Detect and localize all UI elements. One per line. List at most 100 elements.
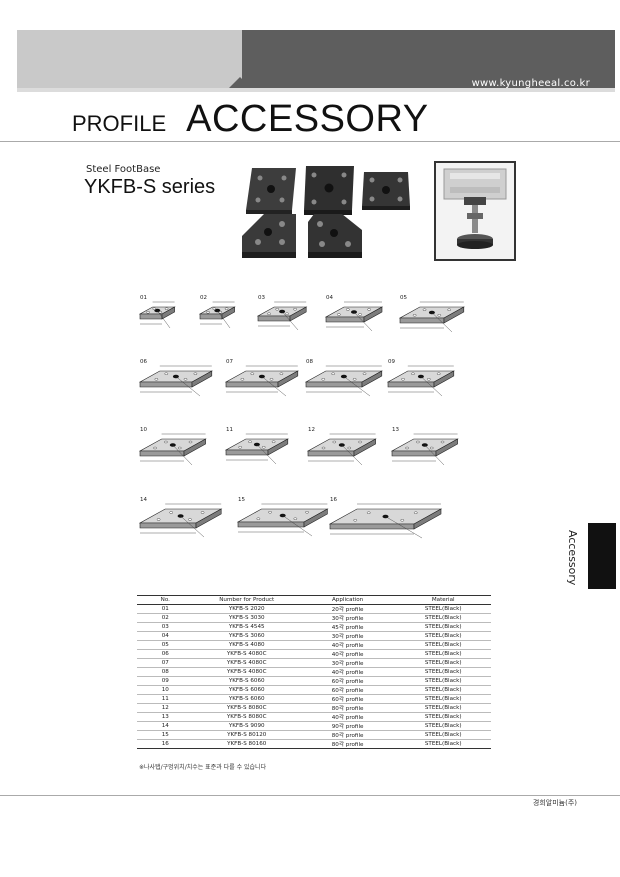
table-cell: 60각 profile: [299, 676, 396, 686]
side-tab-label: Accessory: [566, 530, 579, 586]
plate-drawing: 10: [138, 427, 207, 466]
table-cell: 40각 profile: [299, 667, 396, 677]
plate-drawing: 16: [328, 497, 443, 539]
plate-photo: [308, 214, 362, 258]
table-cell: YKFB-S 4080C: [193, 658, 300, 668]
drawing-number: 01: [140, 295, 147, 301]
plate-photo: [246, 168, 296, 214]
drawing-number: 11: [226, 427, 233, 433]
drawing-number: 13: [392, 427, 399, 433]
header-band-dark: [242, 30, 615, 91]
table-cell: STEEL(Black): [395, 676, 491, 686]
table-cell: 80각 profile: [299, 739, 396, 749]
table-cell: YKFB-S 4545: [193, 622, 300, 632]
table-cell: YKFB-S 6060: [193, 685, 300, 695]
plate-photo: [304, 166, 354, 215]
table-cell: 01: [137, 604, 194, 614]
table-cell: STEEL(Black): [395, 640, 491, 650]
table-cell: YKFB-S 8080C: [193, 712, 300, 722]
table-cell: YKFB-S 2020: [193, 604, 300, 614]
plate-drawing: 05: [398, 295, 465, 333]
drawing-number: 08: [306, 359, 313, 365]
plate-drawing: 15: [236, 497, 329, 537]
table-cell: 10: [137, 685, 194, 695]
table-cell: 04: [137, 631, 194, 641]
plate-drawing: 07: [224, 359, 299, 397]
plate-drawing: 12: [306, 427, 377, 466]
drawing-number: 07: [226, 359, 233, 365]
plate-photo: [242, 214, 296, 258]
table-cell: STEEL(Black): [395, 685, 491, 695]
header-band-light: [17, 30, 247, 91]
plate-drawing: 06: [138, 359, 213, 397]
product-subtitle: Steel FootBase: [86, 164, 161, 175]
table-cell: STEEL(Black): [395, 604, 491, 614]
table-cell: YKFB-S 6060: [193, 676, 300, 686]
table-cell: STEEL(Black): [395, 739, 491, 749]
table-cell: 90각 profile: [299, 721, 396, 731]
leveling-foot-photo: [443, 168, 507, 249]
table-cell: YKFB-S 8080C: [193, 703, 300, 713]
drawing-number: 06: [140, 359, 147, 365]
table-cell: 05: [137, 640, 194, 650]
drawing-number: 16: [330, 497, 337, 503]
table-cell: STEEL(Black): [395, 613, 491, 623]
table-cell: STEEL(Black): [395, 694, 491, 704]
title-profile: PROFILE: [72, 111, 167, 136]
drawing-number: 09: [388, 359, 395, 365]
table-cell: 07: [137, 658, 194, 668]
table-cell: 30각 profile: [299, 658, 396, 668]
table-cell: YKFB-S 4080C: [193, 667, 300, 677]
website-url[interactable]: www.kyungheeal.co.kr: [471, 78, 590, 89]
table-cell: 40각 profile: [299, 649, 396, 659]
plate-photo: [362, 172, 410, 210]
drawing-number: 04: [326, 295, 333, 301]
table-cell: 40각 profile: [299, 712, 396, 722]
col-no: No.: [137, 595, 194, 605]
table-cell: 09: [137, 676, 194, 686]
table-cell: YKFB-S 3030: [193, 613, 300, 623]
company-name: 경희알미늄(주): [532, 799, 577, 807]
side-tab[interactable]: [588, 523, 616, 589]
col-application: Application: [299, 595, 396, 605]
table-cell: 02: [137, 613, 194, 623]
header-strip: [17, 88, 615, 92]
table-cell: STEEL(Black): [395, 649, 491, 659]
table-cell: 80각 profile: [299, 730, 396, 740]
product-series: YKFB-S series: [84, 176, 216, 198]
plate-drawing: 11: [224, 427, 289, 465]
product-photo-plates: [242, 166, 410, 258]
table-cell: 30각 profile: [299, 613, 396, 623]
table-cell: STEEL(Black): [395, 658, 491, 668]
spec-table: No. Number for Product Application Mater…: [137, 595, 491, 749]
table-cell: YKFB-S 9090: [193, 721, 300, 731]
table-cell: YKFB-S 3060: [193, 631, 300, 641]
table-cell: 12: [137, 703, 194, 713]
plate-drawing: 14: [138, 497, 223, 538]
table-cell: 11: [137, 694, 194, 704]
table-cell: 03: [137, 622, 194, 632]
drawing-number: 05: [400, 295, 407, 301]
title-accessory: ACCESSORY: [186, 98, 429, 140]
drawing-number: 12: [308, 427, 315, 433]
table-cell: 16: [137, 739, 194, 749]
table-cell: STEEL(Black): [395, 667, 491, 677]
plate-drawing: 13: [390, 427, 459, 466]
table-cell: 15: [137, 730, 194, 740]
table-cell: STEEL(Black): [395, 730, 491, 740]
plate-drawing: 02: [198, 295, 236, 329]
drawing-number: 03: [258, 295, 265, 301]
table-cell: YKFB-S 4080: [193, 640, 300, 650]
header-notch: [226, 77, 254, 91]
